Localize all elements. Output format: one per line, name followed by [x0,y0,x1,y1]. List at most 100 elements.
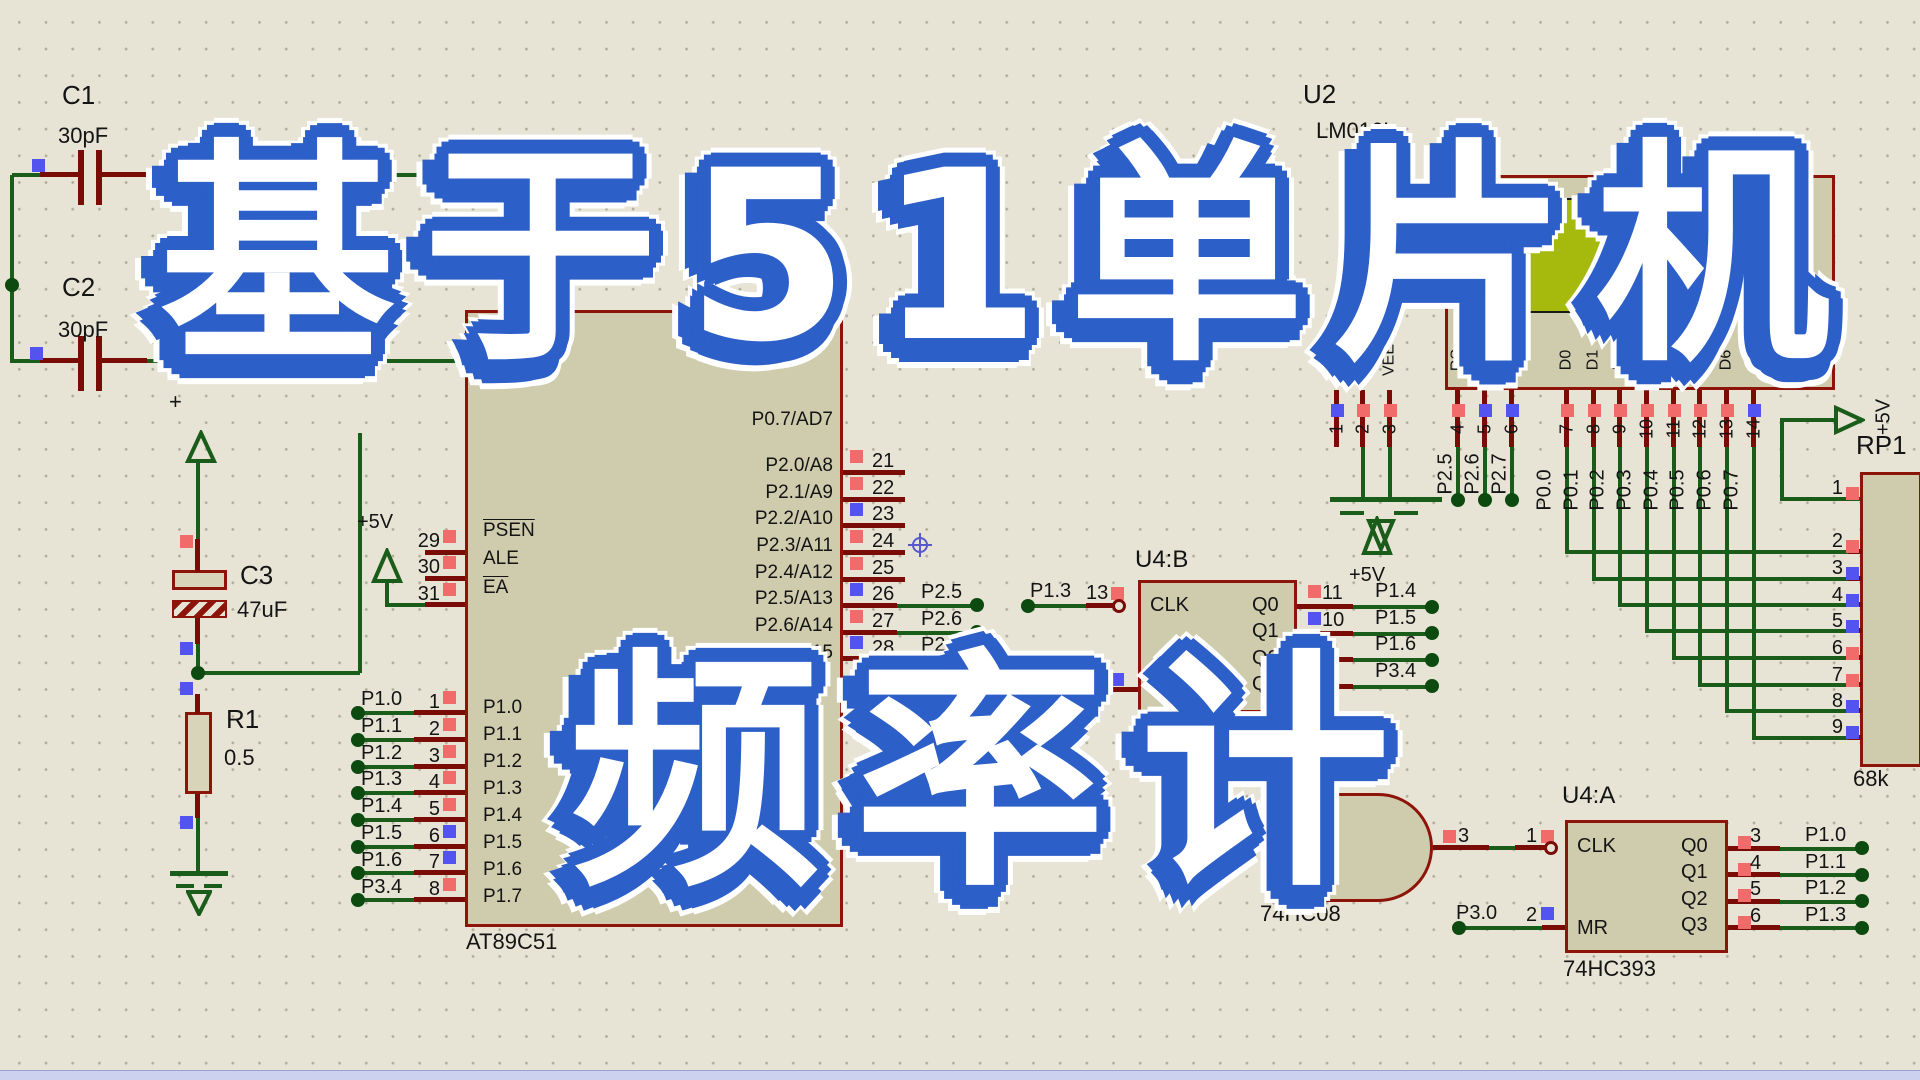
u4b-ref: U4:B [1135,546,1189,573]
wire [1780,418,1784,501]
mcu-at89c51-body[interactable] [465,310,843,927]
wire [1031,688,1086,692]
u1-num-21: 21 [872,450,895,472]
cap-c3-top-plate[interactable] [172,570,227,590]
wire [1780,873,1862,877]
power-arrow-up-icon [1361,513,1393,556]
u4a-pin-q2: Q2 [1681,888,1708,910]
ground-arrow-icon [184,890,214,919]
pin-state-square-red [1588,404,1601,417]
u1-num-23: 23 [872,503,895,525]
u1-pin-p27: P2.7/A15 [754,642,833,663]
junction-dot [1855,894,1869,908]
net-p13: P1.3 [361,768,403,790]
junction-dot [1505,493,1519,507]
u4b-pin-q0: Q0 [1252,594,1279,616]
net-p13c: P1.3 [1805,904,1847,926]
net-p00: P0.0 [1533,469,1556,511]
u4a-num-2: 2 [1526,904,1538,926]
net-p14b: P1.4 [1375,580,1417,602]
wire [1671,390,1676,447]
u1-pin-p12: P1.2 [483,751,523,772]
wire [414,844,465,849]
net-p10b: P1.0 [1805,824,1847,846]
wire [1672,656,1848,660]
u4a-num-3: 3 [1750,825,1762,847]
pin-state-square-red [443,556,456,569]
u2-num-1: 1 [1326,423,1347,435]
wire [385,583,389,605]
net-p16b: P1.6 [1375,633,1417,655]
wire [1353,685,1433,689]
net-p14: P1.4 [361,795,403,817]
resistor-pack-rp1-body[interactable] [1860,472,1920,767]
rp1-num-5: 5 [1831,610,1843,632]
pin-state-square-red [1846,487,1859,500]
u1-num-3: 3 [428,745,440,767]
u1-part: AT89C51 [466,929,558,954]
wire [1086,687,1138,692]
u4a-pin-q0: Q0 [1681,835,1708,857]
wire [12,173,40,177]
wire [358,711,414,715]
wire [1297,657,1353,662]
wire [196,461,200,539]
title-overlay-line1: 基于51单片机 [160,121,1859,394]
junction-dot [1478,493,1492,507]
pin-state-square-red [1308,585,1321,598]
title-overlay-line2: 频率计 [570,629,1425,920]
junction-dot [1425,653,1439,667]
wire [843,577,905,582]
wire [358,791,414,795]
u1-pin-p11: P1.1 [483,724,523,745]
wire [78,150,84,205]
net-p26: P2.6 [921,608,963,630]
u1-pin-p07: P0.7/AD7 [751,409,833,430]
net-p12: P1.2 [361,742,403,764]
counter-u4b-body[interactable] [1138,580,1297,713]
net-p25: P2.5 [921,581,963,603]
and-gate-74hc08-body[interactable] [1302,793,1433,902]
wire [198,671,360,675]
pin-state-square-red [850,557,863,570]
wire [147,359,467,363]
wire [78,336,84,391]
u1-num-24: 24 [872,530,895,552]
pin-state-square-blue [850,583,863,596]
u1-pin-p10: P1.0 [483,697,523,718]
wire [10,175,14,363]
pin-state-square-red [1614,404,1627,417]
crystal-body[interactable] [155,254,214,314]
pin-state-square-red [1111,587,1124,600]
pin-state-square-blue [180,816,193,829]
u1-num-6: 6 [428,825,440,847]
wire [1515,845,1547,850]
wire [358,818,414,822]
wire [96,336,102,391]
net-p13b: P1.3 [1030,580,1072,602]
wire [170,871,228,876]
wire [358,765,414,769]
wire [897,631,977,635]
rp1-num-2: 2 [1831,530,1843,552]
resistor-r1-body[interactable] [185,712,212,794]
u1-num-4: 4 [428,771,440,793]
wire [1510,447,1514,502]
u1-num-25: 25 [872,557,895,579]
counter-u4a-body[interactable] [1565,820,1728,953]
wire [843,550,905,555]
pin-state-square-blue [443,825,456,838]
wire [1752,736,1848,740]
u1-pin-p21: P2.1/A9 [765,482,833,503]
u1-pin-p17: P1.7 [483,886,523,907]
wire [425,602,465,607]
net-p30b: P3.0 [1030,664,1072,686]
wire [1725,447,1729,712]
pin-state-square-blue [32,159,45,172]
ground-arrow-icon [1365,518,1397,555]
u1-pin-p26: P2.6/A14 [754,615,833,636]
pin-state-square-red [1738,889,1751,902]
u2-ref: U2 [1303,79,1337,109]
wire [1509,390,1514,447]
